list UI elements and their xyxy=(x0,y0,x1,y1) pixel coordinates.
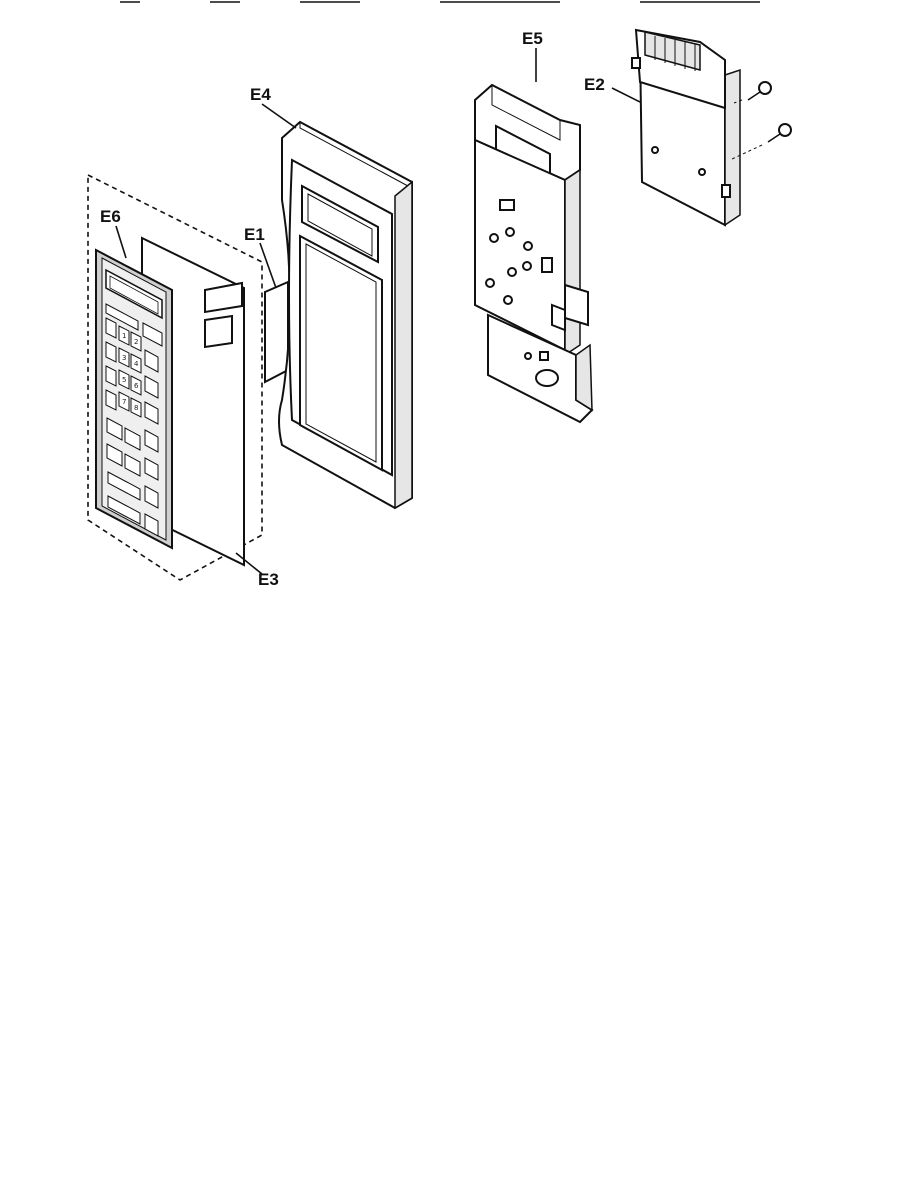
svg-text:2: 2 xyxy=(134,338,138,346)
key-2 xyxy=(130,331,142,352)
svg-text:8: 8 xyxy=(134,404,138,412)
svg-text:3: 3 xyxy=(122,354,126,362)
svg-text:4: 4 xyxy=(134,360,139,368)
svg-text:1: 1 xyxy=(122,332,126,340)
svg-text:5: 5 xyxy=(122,376,126,384)
label-e4: E4 xyxy=(250,85,271,104)
screw-top xyxy=(747,81,772,101)
e5-bracket xyxy=(474,83,594,424)
label-e1: E1 xyxy=(244,225,265,244)
label-e2: E2 xyxy=(584,75,605,94)
screw-bottom xyxy=(767,123,792,143)
key-8 xyxy=(130,397,142,418)
label-e6: E6 xyxy=(100,207,121,226)
key-4 xyxy=(130,353,142,374)
keypad-keys xyxy=(105,303,163,537)
keypad-display-window xyxy=(105,268,163,320)
e3-assembly-boundary xyxy=(87,173,263,581)
key-6 xyxy=(130,375,142,396)
key-1 xyxy=(118,325,130,346)
key-3 xyxy=(118,347,130,368)
label-e3: E3 xyxy=(258,570,279,589)
svg-text:7: 7 xyxy=(122,398,126,406)
key-5 xyxy=(118,369,130,390)
leader-lines xyxy=(115,48,641,575)
key-7 xyxy=(118,391,130,412)
keypad-digit-labels: 1 2 3 4 5 6 7 8 xyxy=(122,332,139,412)
e1-insulation-sheet xyxy=(264,280,289,384)
e2-control-board xyxy=(631,28,741,227)
label-e5: E5 xyxy=(522,29,543,48)
screw-top-leader xyxy=(733,99,743,104)
svg-text:6: 6 xyxy=(134,382,139,390)
e4-control-frame xyxy=(278,120,413,510)
